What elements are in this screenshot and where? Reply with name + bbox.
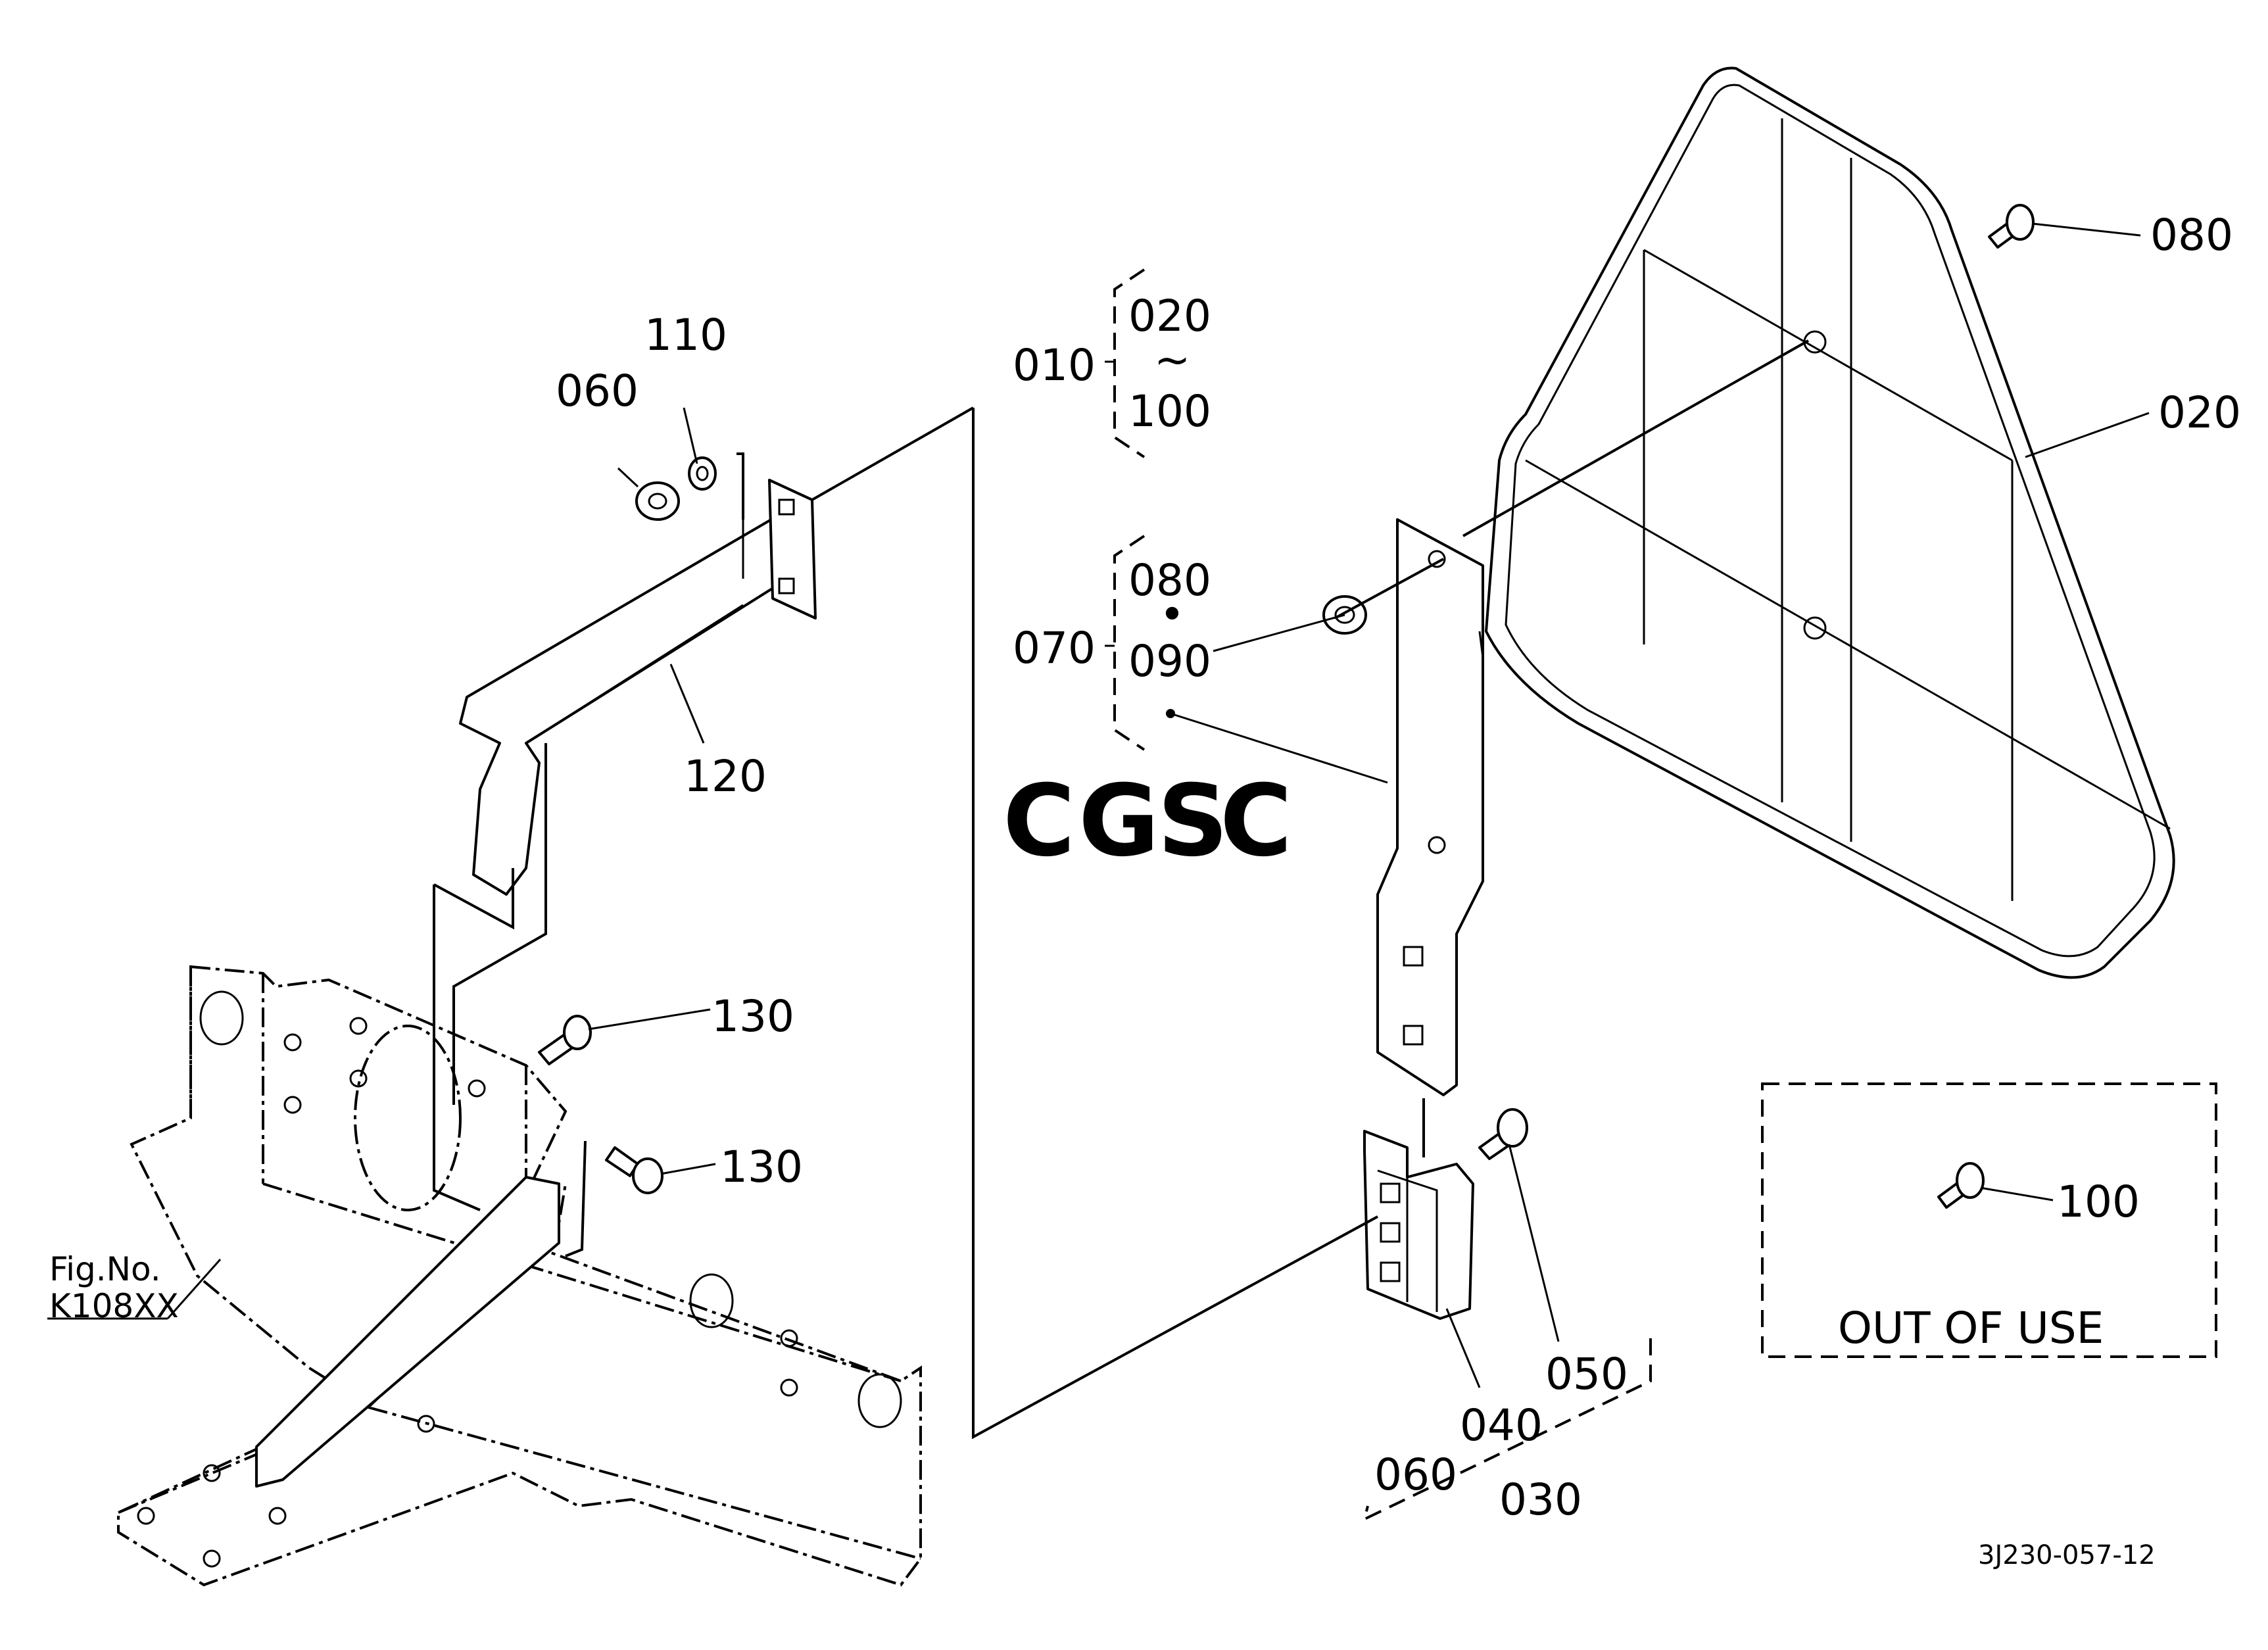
arm-bracket-120: [459, 479, 817, 896]
callout-080-bolt: 080: [2150, 210, 2233, 260]
bolt-130-upper: [538, 1015, 592, 1065]
callout-130-lower: 130: [720, 1142, 803, 1192]
callout-020-reflector: 020: [2158, 387, 2241, 438]
reflector-plate-020: [1485, 66, 2175, 979]
washer-110: [688, 456, 717, 491]
watermark-letter-2: G: [1078, 764, 1159, 879]
fig-ref-line2: K108XX: [49, 1287, 179, 1325]
callout-040: 040: [1460, 1400, 1543, 1451]
range-dot: •: [1159, 589, 1185, 640]
group-bracket-070: [1105, 535, 1146, 751]
callout-120: 120: [684, 751, 767, 802]
callout-leaders: [47, 222, 2150, 1388]
range-tilde: ~: [1154, 335, 1190, 385]
dot-marker: [1166, 709, 1175, 718]
callout-110: 110: [644, 310, 727, 360]
nut-060: [635, 481, 680, 521]
watermark-letter-3: S: [1157, 764, 1228, 879]
bolt-130-lower: [605, 1146, 664, 1194]
callout-060-nut: 060: [556, 366, 639, 416]
callout-070: 070: [1013, 623, 1096, 673]
callout-080-range: 080: [1128, 555, 1211, 606]
out-of-use-box: [1761, 1082, 2217, 1358]
bolt-080: [1988, 204, 2035, 249]
cgsc-watermark: C G S C: [1003, 764, 1292, 879]
tractor-frame-phantom: [117, 965, 922, 1587]
watermark-letter-4: C: [1220, 764, 1292, 879]
reflector-mount-bracket: [1376, 518, 1484, 1096]
callout-090: 090: [1128, 636, 1211, 687]
callout-020-range-start: 020: [1128, 291, 1211, 341]
group-bracket-010: [1105, 268, 1146, 458]
leader-lines: [433, 339, 1809, 1440]
fig-ref-line1: Fig.No.: [49, 1250, 161, 1288]
callout-100-box: 100: [2057, 1177, 2140, 1227]
callout-010: 010: [1013, 340, 1096, 391]
callout-060-bottom: 060: [1374, 1449, 1457, 1500]
callout-100-range-end: 100: [1128, 386, 1211, 437]
watermark-letter-1: C: [1003, 764, 1075, 879]
callout-050: 050: [1545, 1349, 1628, 1399]
drawing-number: 3J230-057-12: [1978, 1540, 2156, 1570]
callout-030: 030: [1499, 1474, 1582, 1525]
bolt-050: [1478, 1108, 1528, 1160]
out-of-use-label: OUT OF USE: [1838, 1303, 2104, 1353]
callout-130-upper: 130: [712, 991, 794, 1042]
holder-040: [1363, 1130, 1474, 1320]
